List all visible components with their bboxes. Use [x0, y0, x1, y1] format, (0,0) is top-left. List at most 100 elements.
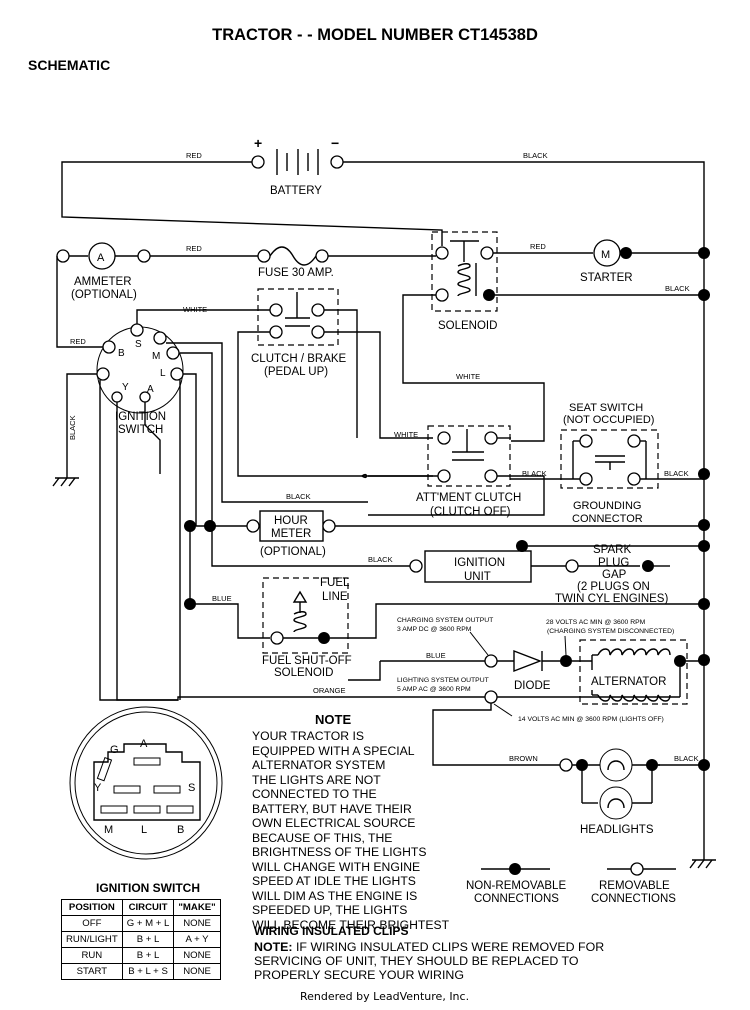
note-line: WILL BECOME THEIR BRIGHTEST: [252, 917, 450, 932]
clips-line: SERVICING OF UNIT, THEY SHOULD BE REPLAC…: [254, 954, 579, 968]
plug-term-a: A: [140, 738, 148, 750]
volts14-label: 14 VOLTS AC MIN @ 3600 RPM (LIGHTS OFF): [518, 716, 664, 723]
clips-line: PROPERLY SECURE YOUR WIRING: [254, 968, 464, 982]
attachment-clutch-switch: ATT'MENT CLUTCH (CLUTCH OFF): [416, 425, 521, 518]
ignition-unit: IGNITION UNIT: [409, 550, 532, 583]
ignition-unit-label: IGNITION: [454, 557, 505, 569]
legend-removable-label-2: CONNECTIONS: [591, 893, 676, 905]
wire-label-black-attclutch: BLACK: [286, 492, 311, 501]
table-header: CIRCUIT: [121, 899, 175, 916]
table-cell: RUN/LIGHT: [61, 931, 123, 948]
table-header: "MAKE": [173, 899, 221, 916]
battery: + − BATTERY: [251, 135, 344, 197]
wire-label-red-starter: RED: [530, 242, 546, 251]
wire-label-orange: ORANGE: [313, 686, 346, 695]
wire-label-black-top: BLACK: [523, 151, 548, 160]
charging-output-label: CHARGING SYSTEM OUTPUT: [397, 617, 493, 624]
clips-body: NOTE: IF WIRING INSULATED CLIPS WERE REM…: [254, 940, 604, 982]
wire-label-white-solenoid: WHITE: [456, 372, 480, 381]
wire-label-blue-charging: BLUE: [426, 651, 446, 660]
plug-term-l: L: [141, 824, 147, 836]
spark-plug-label-2: PLUG: [598, 557, 629, 569]
legend-removable-label: REMOVABLE: [599, 880, 670, 892]
ammeter-symbol: A: [97, 252, 105, 264]
table-header: POSITION: [61, 899, 123, 916]
volts28-label-2: (CHARGING SYSTEM DISCONNECTED): [547, 628, 674, 635]
note-line: THE LIGHTS ARE NOT: [252, 772, 381, 787]
fuel-line-label: FUEL: [320, 577, 350, 589]
note-line: WILL CHANGE WITH ENGINE: [252, 859, 421, 874]
note-line: BECAUSE OF THIS, THE: [252, 830, 393, 845]
table-cell: OFF: [61, 915, 123, 932]
fuel-solenoid-label: FUEL SHUT-OFF: [262, 655, 352, 667]
headlights: BROWN BLACK HEADLIGHTS: [509, 748, 704, 836]
clutch-brake-state-label: (PEDAL UP): [264, 366, 328, 378]
spark-plug-label-4: (2 PLUGS ON: [577, 581, 650, 593]
note-line: OWN ELECTRICAL SOURCE: [252, 816, 416, 830]
starter-label: STARTER: [580, 272, 633, 284]
ground-right: [689, 859, 716, 869]
battery-label: BATTERY: [270, 185, 322, 197]
spark-plug: SPARK PLUG GAP (2 PLUGS ON TWIN CYL ENGI…: [555, 544, 668, 605]
note-line: EQUIPPED WITH A SPECIAL: [252, 743, 415, 758]
ign-term-s: S: [135, 339, 142, 350]
wire-label-red-top: RED: [186, 151, 202, 160]
table-row: OFF G + M + L NONE: [61, 915, 221, 932]
hour-meter-label: HOUR: [274, 515, 308, 527]
note-line: BRIGHTNESS OF THE LIGHTS: [252, 845, 427, 859]
page-subtitle: SCHEMATIC: [28, 57, 111, 73]
clips-note-label: NOTE:: [254, 940, 293, 954]
diode-label: DIODE: [514, 680, 551, 692]
spark-plug-label-3: GAP: [602, 569, 627, 581]
legend-non-removable-label: NON-REMOVABLE: [466, 880, 566, 892]
lighting-output-label-2: 5 AMP AC @ 3600 RPM: [397, 686, 471, 693]
wire-label-black-ign: BLACK: [68, 415, 77, 440]
table-cell: NONE: [173, 915, 221, 932]
note-line: WILL DIM AS THE ENGINE IS: [252, 888, 418, 903]
ign-term-m: M: [152, 351, 160, 362]
page-title: TRACTOR - - MODEL NUMBER CT14538D: [212, 26, 538, 44]
wire-label-brown: BROWN: [509, 754, 538, 763]
plug-term-m: M: [104, 824, 113, 836]
charging-system: CHARGING SYSTEM OUTPUT 3 AMP DC @ 3600 R…: [397, 617, 688, 705]
note-line: YOUR TRACTOR IS: [252, 729, 364, 743]
legend: NON-REMOVABLE CONNECTIONS REMOVABLE CONN…: [466, 862, 676, 905]
hour-meter: HOUR METER (OPTIONAL): [184, 510, 336, 558]
ignition-switch-label: IGNITION: [115, 411, 166, 423]
battery-positive-terminal: [251, 155, 265, 169]
seat-switch: SEAT SWITCH (NOT OCCUPIED) GROUNDING CON…: [560, 402, 659, 525]
note-line: CONNECTED TO THE: [252, 787, 377, 801]
note-body: YOUR TRACTOR IS EQUIPPED WITH A SPECIAL …: [252, 729, 449, 932]
spark-plug-label-5: TWIN CYL ENGINES): [555, 593, 668, 605]
starter-symbol: M: [601, 249, 610, 261]
table-cell: G + M + L: [121, 915, 175, 932]
fuel-solenoid-label-2: SOLENOID: [274, 667, 333, 679]
clips-title: WIRING INSULATED CLIPS: [254, 924, 409, 938]
spark-plug-label: SPARK: [593, 544, 631, 556]
note-line: BATTERY, BUT HAVE THEIR: [252, 801, 412, 816]
hour-meter-label-2: METER: [271, 528, 311, 540]
table-cell: A + Y: [173, 931, 221, 948]
ignition-switch-table: POSITION CIRCUIT "MAKE" OFF G + M + L NO…: [61, 899, 221, 980]
ignition-table-title: IGNITION SWITCH: [96, 881, 200, 895]
wire-label-black-seat: BLACK: [522, 469, 547, 478]
table-row: START B + L + S NONE: [61, 963, 221, 980]
starter: M STARTER: [580, 239, 633, 284]
ignition-plug-diagram: G A Y S M L B: [69, 706, 223, 860]
attachment-clutch-state-label: (CLUTCH OFF): [430, 506, 511, 518]
table-cell: B + L: [121, 931, 175, 948]
grounding-connector-label-2: CONNECTOR: [572, 513, 643, 525]
plug-term-g: G: [110, 744, 119, 756]
ignition-unit-label-2: UNIT: [464, 571, 491, 583]
ign-term-l: L: [160, 368, 166, 379]
ammeter-optional-label: (OPTIONAL): [71, 289, 137, 301]
wire-label-black-headlights: BLACK: [674, 754, 699, 763]
clutch-brake-switch: CLUTCH / BRAKE (PEDAL UP): [251, 288, 347, 378]
ignition-switch: B S M L Y A IGNITION SWITCH: [96, 323, 184, 436]
table-cell: RUN: [61, 947, 123, 964]
fuel-shutoff-solenoid: BLUE FUEL LINE FUEL SHUT-OFF SOLENOID: [184, 577, 352, 679]
wire-label-black-solenoid: BLACK: [665, 284, 690, 293]
table-cell: NONE: [173, 947, 221, 964]
attachment-clutch-label: ATT'MENT CLUTCH: [416, 492, 521, 504]
volts28-label: 28 VOLTS AC MIN @ 3600 RPM: [546, 619, 646, 626]
